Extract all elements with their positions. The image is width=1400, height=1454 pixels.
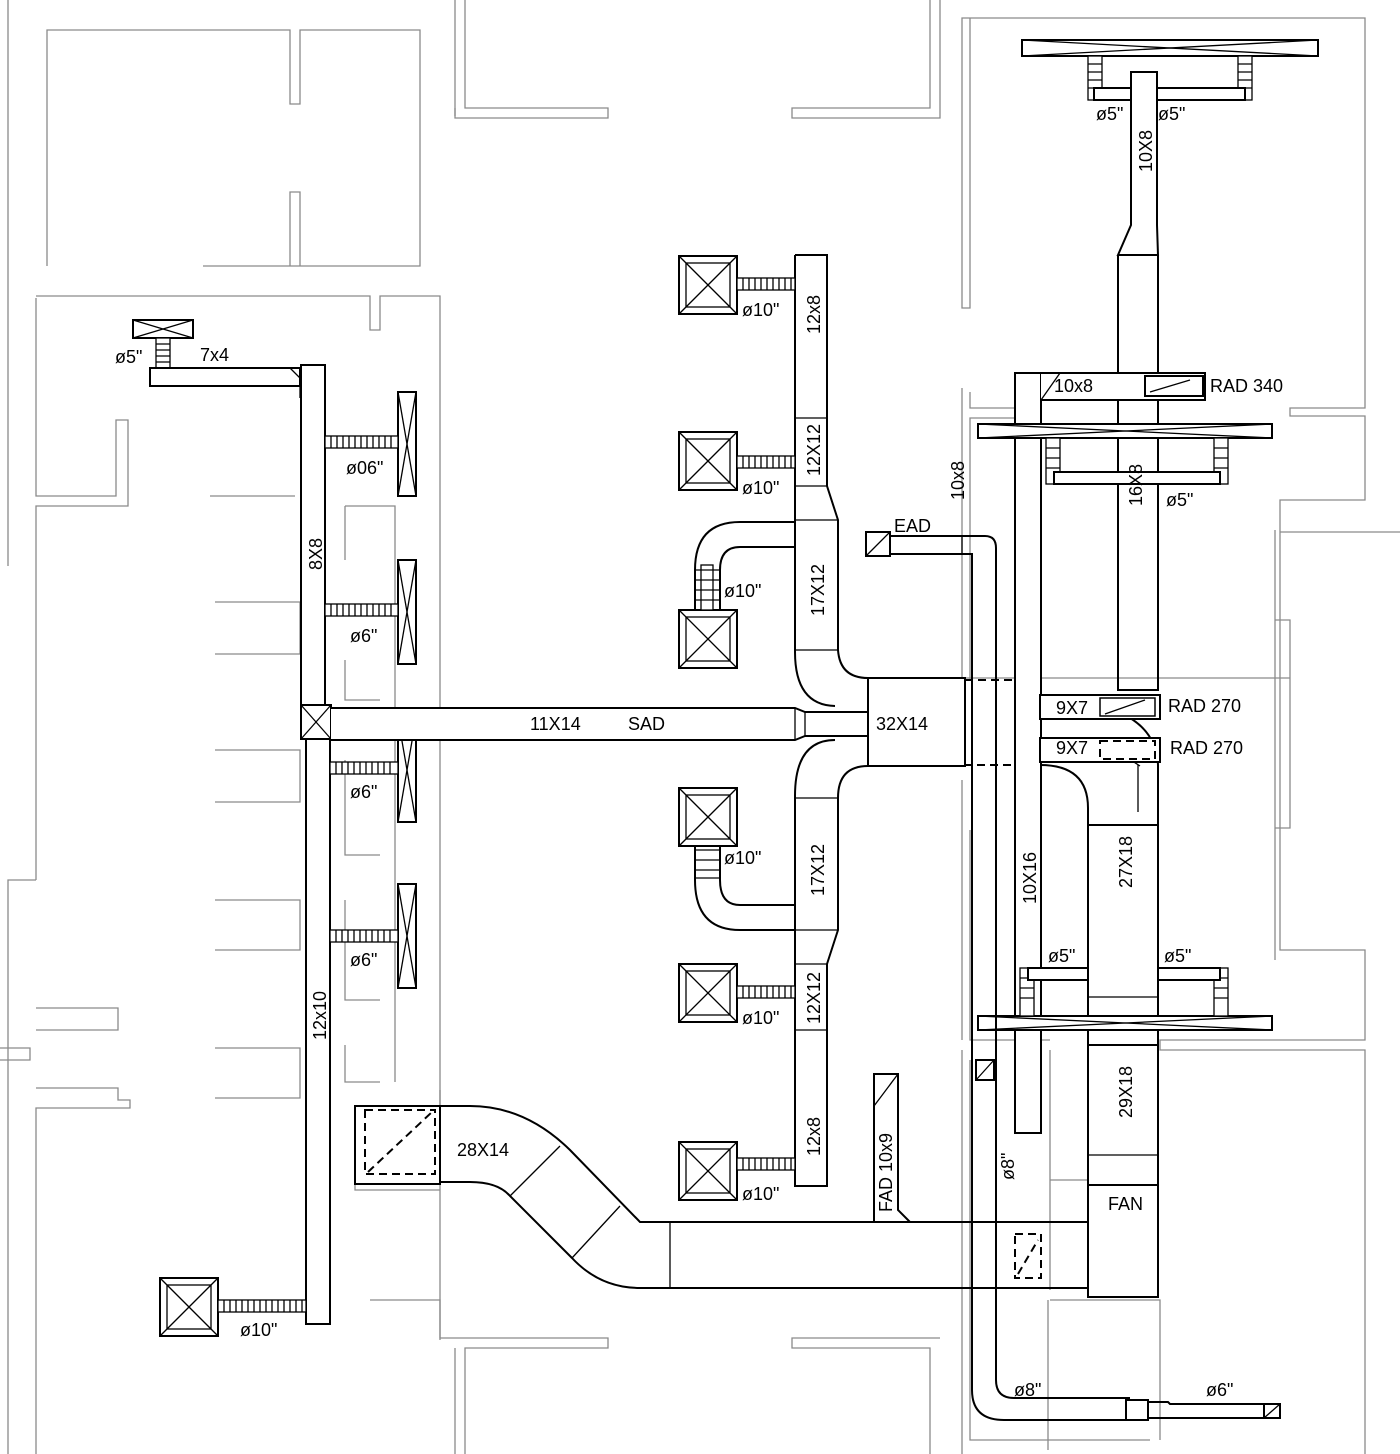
main-supply-duct bbox=[331, 677, 1031, 767]
label-rad-270-a: RAD 270 bbox=[1168, 696, 1241, 716]
label-10x16: 10X16 bbox=[1020, 852, 1040, 904]
label-7x4: 7x4 bbox=[200, 345, 229, 365]
label-12x10: 12x10 bbox=[310, 991, 330, 1040]
label-8in-horizontal: ø8" bbox=[1014, 1380, 1041, 1400]
label-27x18: 27X18 bbox=[1116, 836, 1136, 888]
label-6in-c: ø6" bbox=[350, 950, 377, 970]
label-10in-c4: ø10" bbox=[724, 848, 761, 868]
label-29x18: 29X18 bbox=[1116, 1066, 1136, 1118]
central-branches bbox=[678, 254, 869, 1201]
label-10in-c2: ø10" bbox=[742, 478, 779, 498]
label-6in-b: ø6" bbox=[350, 782, 377, 802]
label-10x8-h: 10x8 bbox=[1054, 376, 1093, 396]
label-5in-br: ø5" bbox=[1164, 946, 1191, 966]
label-5in-bl: ø5" bbox=[1048, 946, 1075, 966]
label-6in-a: ø6" bbox=[350, 626, 377, 646]
label-10in-c6: ø10" bbox=[742, 1184, 779, 1204]
left-branch bbox=[132, 319, 417, 1337]
label-fad: FAD 10x9 bbox=[876, 1133, 896, 1212]
label-06in: ø06" bbox=[346, 458, 383, 478]
label-9x7-a: 9X7 bbox=[1056, 698, 1088, 718]
label-10in-lower-left: ø10" bbox=[240, 1320, 277, 1340]
label-17x12-top: 17X12 bbox=[808, 564, 828, 616]
label-rad-270-b: RAD 270 bbox=[1170, 738, 1243, 758]
label-9x7-b: 9X7 bbox=[1056, 738, 1088, 758]
label-10in-c3: ø10" bbox=[724, 581, 761, 601]
label-8x8: 8X8 bbox=[306, 538, 326, 570]
label-ahu-duct: 28X14 bbox=[457, 1140, 509, 1160]
ahu-return-duct bbox=[354, 699, 1159, 1298]
label-17x12-bottom: 17X12 bbox=[808, 844, 828, 896]
label-12x8-bottom: 12x8 bbox=[804, 1117, 824, 1156]
label-16x8: 16X8 bbox=[1126, 464, 1146, 506]
label-5in-mid: ø5" bbox=[1166, 490, 1193, 510]
label-12x12-top: 12X12 bbox=[804, 424, 824, 476]
label-sad: SAD bbox=[628, 714, 665, 734]
label-12x12-bottom: 12X12 bbox=[804, 972, 824, 1024]
label-rad-340: RAD 340 bbox=[1210, 376, 1283, 396]
label-6in-end: ø6" bbox=[1206, 1380, 1233, 1400]
label-plenum: 32X14 bbox=[876, 714, 928, 734]
label-5in-top-left: ø5" bbox=[115, 347, 142, 367]
label-exhaust-riser: 10x8 bbox=[948, 461, 968, 500]
label-10in-c1: ø10" bbox=[742, 300, 779, 320]
label-10x8-top: 10X8 bbox=[1136, 130, 1156, 172]
labels: 7x4 ø5" ø06" ø6" ø6" ø6" 8X8 12x10 ø10" … bbox=[115, 104, 1283, 1400]
label-5in-tr: ø5" bbox=[1158, 104, 1185, 124]
label-fan: FAN bbox=[1108, 1194, 1143, 1214]
label-8in-vertical: ø8" bbox=[998, 1153, 1018, 1180]
right-risers bbox=[865, 39, 1319, 1421]
label-ead: EAD bbox=[894, 516, 931, 536]
label-main-duct: 11X14 bbox=[530, 714, 581, 734]
label-12x8-top: 12x8 bbox=[804, 295, 824, 334]
label-10in-c5: ø10" bbox=[742, 1008, 779, 1028]
label-5in-tl: ø5" bbox=[1096, 104, 1123, 124]
